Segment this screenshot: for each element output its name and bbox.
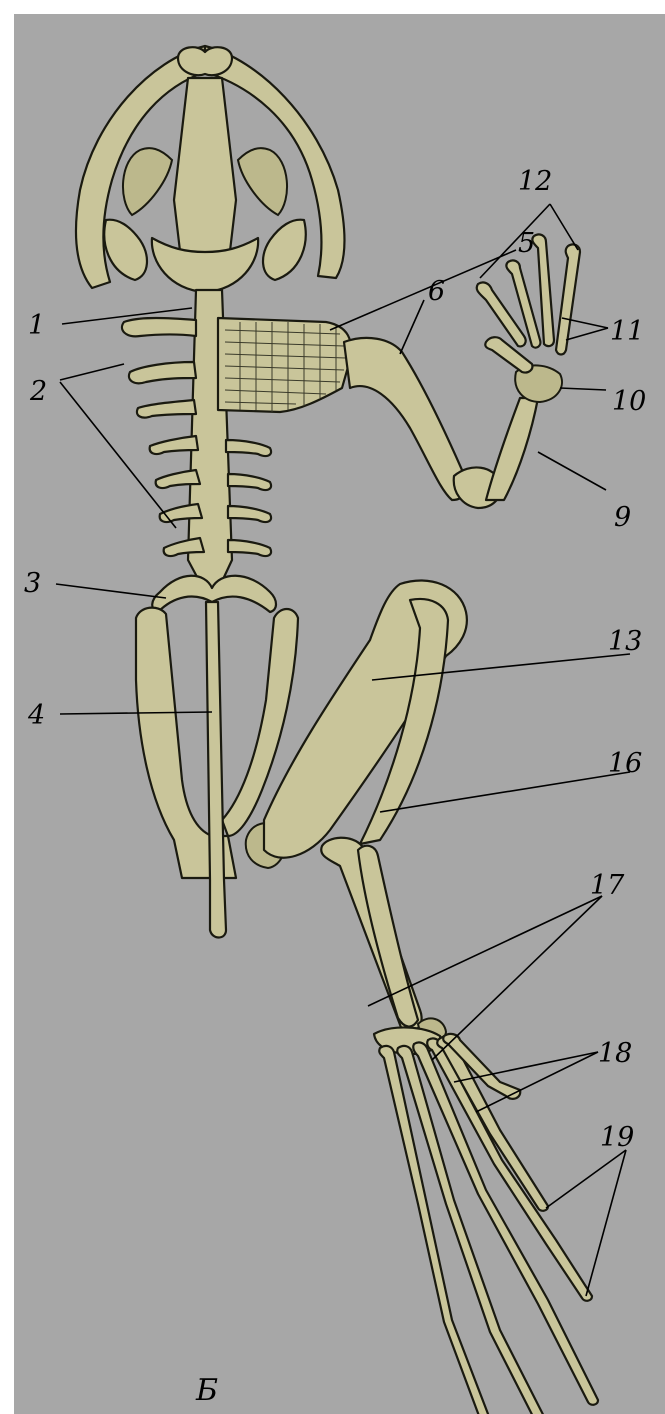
- label-16: 16: [608, 748, 642, 779]
- label-17: 17: [590, 870, 625, 901]
- label-9: 9: [614, 502, 631, 533]
- label-19: 19: [600, 1122, 634, 1153]
- label-1: 1: [28, 310, 45, 341]
- label-2: 2: [29, 376, 47, 407]
- figure-caption: Б: [195, 1373, 218, 1408]
- label-3: 3: [24, 568, 41, 599]
- label-11: 11: [610, 316, 644, 347]
- label-12: 12: [518, 166, 552, 197]
- label-10: 10: [612, 386, 646, 417]
- label-4: 4: [27, 700, 45, 731]
- label-13: 13: [608, 626, 642, 657]
- label-18: 18: [598, 1038, 632, 1069]
- label-6: 6: [428, 276, 445, 307]
- label-5: 5: [518, 228, 535, 259]
